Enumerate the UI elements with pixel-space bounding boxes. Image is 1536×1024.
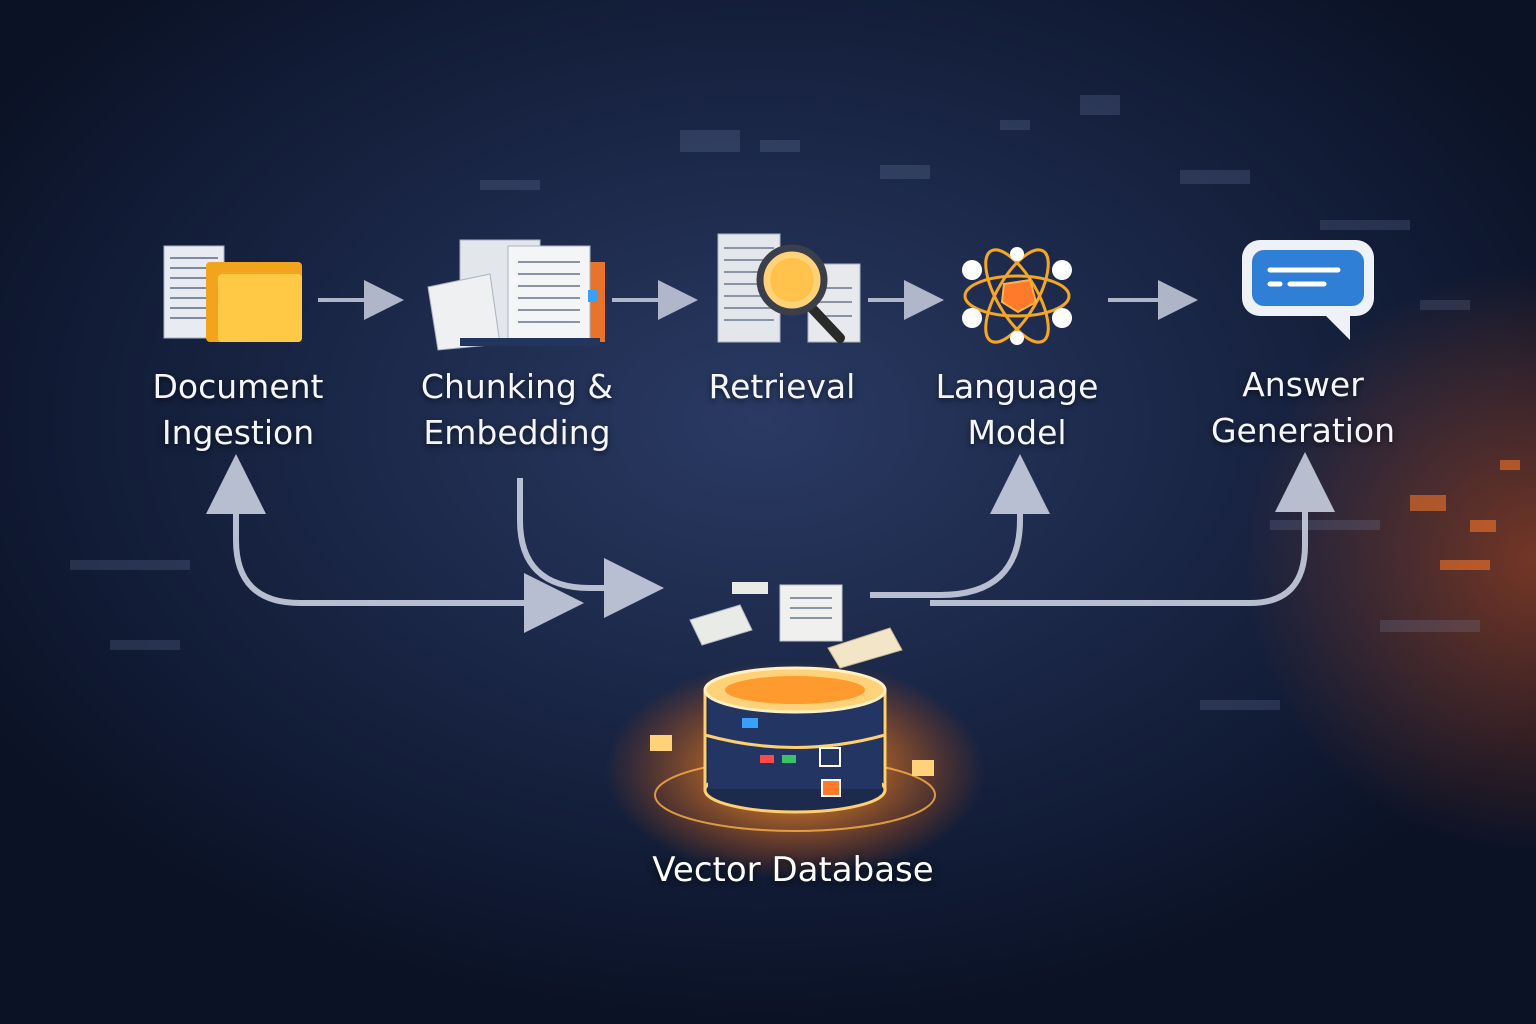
arrow-db-to-answer <box>930 452 1335 606</box>
database-cylinder-icon <box>605 582 985 880</box>
magnifier-documents-icon <box>712 228 872 348</box>
background-orange-pixels <box>1410 460 1520 570</box>
background-pixel-noise <box>70 95 1480 710</box>
vector-database-label: Vector Database <box>652 850 934 890</box>
arrow-chunking-to-db <box>517 478 664 618</box>
neural-network-icon <box>952 246 1082 346</box>
stage-label-chunking-embedding: Chunking &Embedding <box>420 367 614 452</box>
stacked-documents-icon <box>420 232 610 352</box>
folder-documents-icon <box>160 240 310 350</box>
stage-label-retrieval: Retrieval <box>708 367 856 406</box>
database-connectors <box>206 452 1335 633</box>
arrow-db-to-ingestion <box>206 454 560 606</box>
arrow-db-to-model <box>870 454 1050 598</box>
chat-bubble-icon <box>1238 236 1378 346</box>
